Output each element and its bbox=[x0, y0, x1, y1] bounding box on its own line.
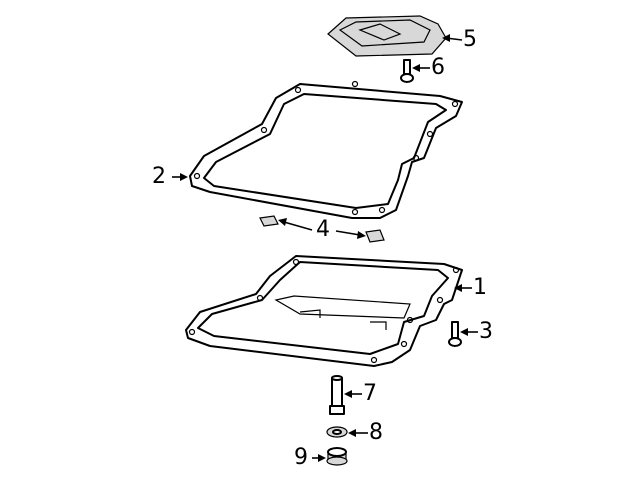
oil-pan-part bbox=[185, 255, 463, 367]
callout-9: 9 bbox=[294, 445, 308, 470]
callout-6: 6 bbox=[431, 55, 445, 80]
filter-part bbox=[327, 15, 447, 57]
washer-part bbox=[326, 426, 348, 438]
drain-plug-part bbox=[326, 447, 348, 466]
drain-tube-part bbox=[329, 375, 345, 415]
callout-arrows bbox=[172, 34, 478, 462]
gasket-part bbox=[189, 80, 463, 219]
callout-7: 7 bbox=[363, 381, 377, 406]
callout-8: 8 bbox=[369, 420, 383, 445]
bolt-part bbox=[448, 321, 462, 347]
callout-1: 1 bbox=[473, 275, 487, 300]
callout-2: 2 bbox=[152, 164, 166, 189]
callout-4: 4 bbox=[316, 217, 330, 242]
magnet-parts bbox=[259, 215, 385, 243]
callout-3: 3 bbox=[479, 319, 493, 344]
callout-5: 5 bbox=[463, 27, 477, 52]
filter-bolt-part bbox=[400, 59, 414, 83]
